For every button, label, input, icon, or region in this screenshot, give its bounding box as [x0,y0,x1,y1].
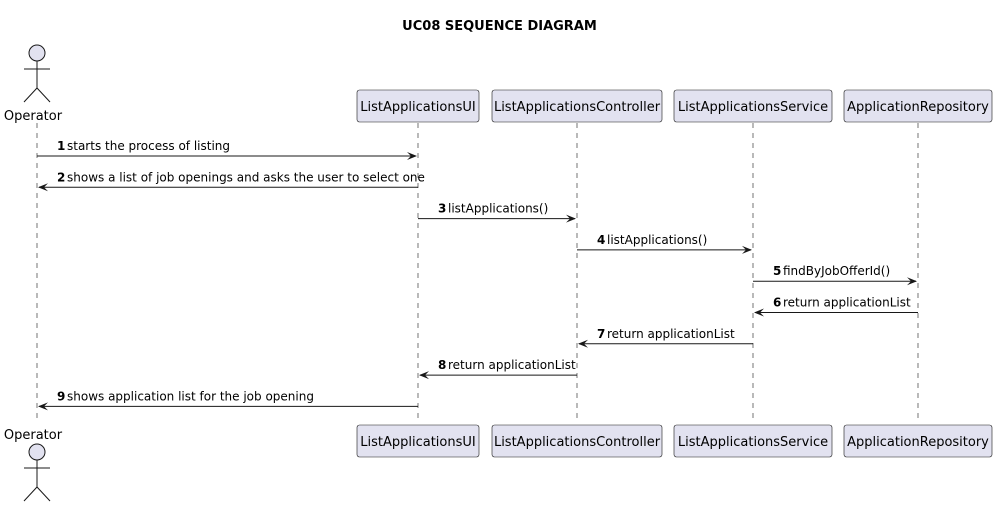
message-number: 4 [597,233,605,247]
diagram-title: UC08 SEQUENCE DIAGRAM [402,19,597,34]
message-number: 5 [773,264,781,278]
participant-label: ListApplicationsController [494,435,661,450]
participant-label: ListApplicationsUI [360,435,475,450]
actor-leg-right [36,87,51,103]
participant-box [356,89,480,123]
actor-operator-bottom: Operator [4,428,63,502]
participant-repo-bottom: ApplicationRepository [843,424,993,458]
participant-box [356,424,480,458]
participant-box [491,424,663,458]
arrowhead-icon [419,371,429,380]
participant-label: ListApplicationsUI [360,100,475,115]
arrowhead-icon [742,245,752,254]
arrowhead-icon [38,183,48,192]
participant-label: ListApplicationsController [494,100,661,115]
arrowhead-icon [566,214,576,223]
message-number: 6 [773,296,781,310]
participant-service-bottom: ListApplicationsService [673,424,833,458]
participant-controller-bottom: ListApplicationsController [491,424,663,458]
message-label: return applicationList [448,358,576,372]
arrowhead-icon [407,152,417,160]
message-label: shows a list of job openings and asks th… [67,170,425,184]
message-number: 2 [57,170,65,184]
arrowhead-icon [754,308,764,317]
participant-repo-top: ApplicationRepository [843,89,993,123]
message-number: 1 [57,139,65,153]
message-label: shows application list for the job openi… [67,389,314,403]
message-label: findByJobOfferId() [783,264,890,278]
participant-controller-top: ListApplicationsController [491,89,663,123]
actor-label-bottom: Operator [4,428,63,443]
participant-box [843,424,993,458]
actor-leg-left [23,486,38,502]
actor-leg-left [23,87,38,103]
actor-operator-top: Operator [4,44,63,124]
participant-box [843,89,993,123]
message-number: 8 [438,358,446,372]
participant-label: ApplicationRepository [847,435,989,450]
participant-ui-bottom: ListApplicationsUI [356,424,480,458]
participant-box [673,424,833,458]
message-label: return applicationList [607,327,735,341]
actor-label-top: Operator [4,109,63,124]
message-label: starts the process of listing [67,139,230,153]
arrowhead-icon [907,277,917,286]
message-number: 3 [438,202,446,216]
actor-leg-right [36,486,51,502]
message-number: 7 [597,327,605,341]
participant-label: ListApplicationsService [678,435,828,450]
actor-head [28,443,46,461]
message-label: listApplications() [607,233,707,247]
actor-head [28,44,46,62]
participant-box [491,89,663,123]
arrowhead-icon [578,339,588,348]
participant-ui-top: ListApplicationsUI [356,89,480,123]
message-label: listApplications() [448,202,548,216]
participant-label: ListApplicationsService [678,100,828,115]
message-number: 9 [57,389,65,403]
message-label: return applicationList [783,296,911,310]
participant-box [673,89,833,123]
participant-label: ApplicationRepository [847,100,989,115]
participant-service-top: ListApplicationsService [673,89,833,123]
arrowhead-icon [38,402,48,411]
